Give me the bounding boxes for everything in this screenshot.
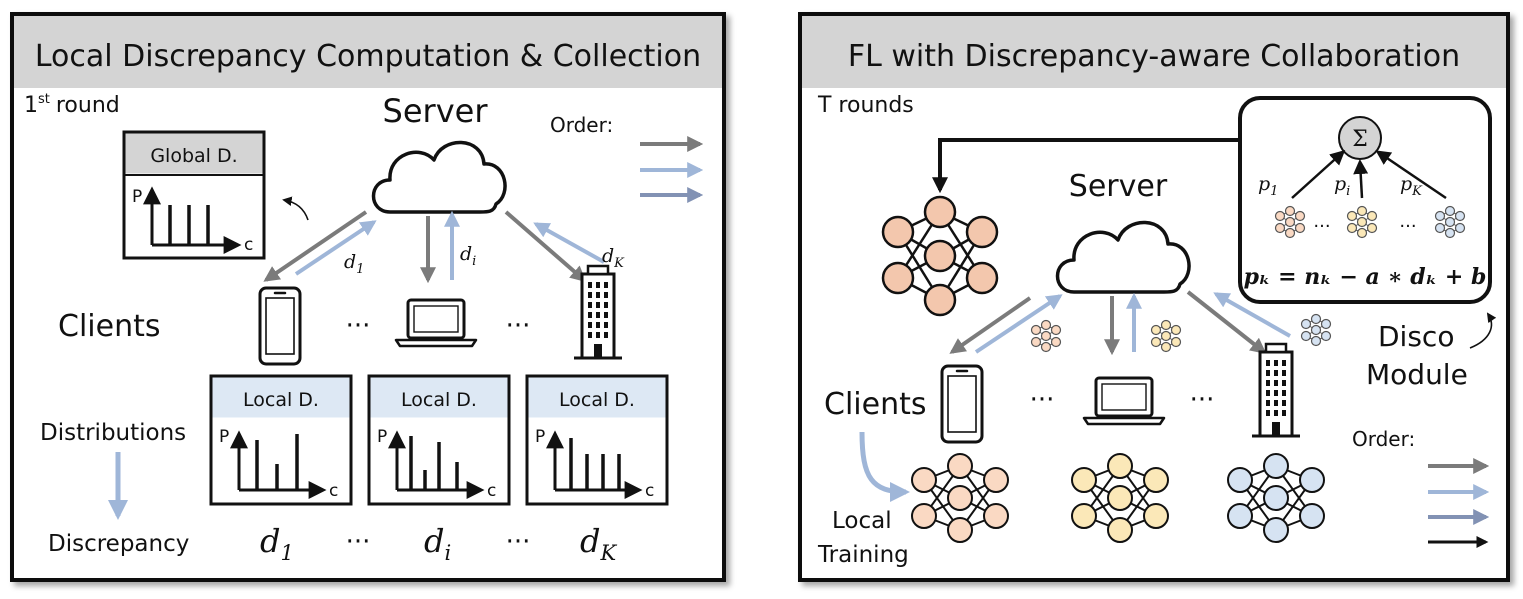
- right-arrow-server-to-phone: [949, 296, 1032, 354]
- right-order-label: Order:: [1352, 427, 1415, 451]
- local-box-title-3: Local D.: [559, 389, 635, 411]
- left-arrow-server-to-phone: [263, 210, 368, 282]
- module-dots-2: ···: [1399, 216, 1416, 237]
- discrepancy-value-1: d1: [260, 522, 294, 565]
- module-nn-blue-icon: [1434, 205, 1466, 239]
- right-arrow-server-to-building: [1186, 290, 1267, 354]
- weight-p1: p1: [1258, 173, 1278, 199]
- arrow-label-di: di: [460, 243, 476, 269]
- right-arrow-building-to-server: [1213, 292, 1291, 338]
- left-laptop-icon: [394, 298, 478, 348]
- module-nn-peach-icon: [1274, 205, 1306, 239]
- global-box-title: Global D.: [150, 145, 237, 167]
- local-axis-p-2: P: [377, 427, 387, 447]
- right-server-label: Server: [1069, 169, 1168, 204]
- left-clients-label: Clients: [58, 309, 160, 344]
- discrepancy-value-i: di: [424, 522, 451, 565]
- local-box-title-1: Local D.: [243, 389, 319, 411]
- right-panel: FL with Discrepancy-aware Collaboration …: [798, 12, 1510, 582]
- local-axis-c-1: c: [329, 481, 338, 501]
- global-distribution-box: Global D. P c: [122, 130, 266, 260]
- local-training-arrow: [859, 431, 910, 502]
- local-model-yellow-nn-icon: [1071, 453, 1169, 543]
- right-panel-title: FL with Discrepancy-aware Collaboration: [848, 39, 1460, 74]
- disco-module-label-2: Module: [1366, 358, 1468, 391]
- right-laptop-icon: [1082, 376, 1166, 426]
- right-phone-icon: [940, 364, 984, 444]
- transmit-nn-yellow-icon: [1150, 319, 1182, 353]
- right-client-dots-1: ···: [1030, 385, 1055, 415]
- transmit-nn-blue-icon: [1300, 313, 1332, 347]
- right-client-dots-2: ···: [1190, 385, 1215, 415]
- disco-module-label-1: Disco: [1378, 320, 1454, 353]
- left-phone-icon: [258, 286, 302, 366]
- local-distribution-box-2: Local D. P c: [367, 374, 511, 506]
- local-model-peach-nn-icon: [911, 453, 1009, 543]
- module-to-global-model-arrow: [932, 138, 1240, 194]
- local-axis-c-2: c: [487, 481, 496, 501]
- global-axis-p: P: [132, 187, 142, 207]
- local-training-label-1: Local: [832, 508, 892, 534]
- module-curved-arrow: [1469, 312, 1497, 349]
- left-arrow-server-to-building: [504, 210, 587, 283]
- module-nn-yellow-icon: [1346, 205, 1378, 239]
- right-building-icon: [1250, 342, 1302, 438]
- aggregation-formula: pₖ = nₖ − a ∗ dₖ + b: [1244, 264, 1487, 290]
- left-building-icon: [572, 264, 624, 360]
- left-panel: Local Discrepancy Computation & Collecti…: [10, 12, 726, 582]
- transmit-nn-peach-icon: [1030, 319, 1062, 353]
- global-axis-c: c: [244, 235, 253, 255]
- t-rounds-label: T rounds: [817, 93, 914, 118]
- distributions-label: Distributions: [40, 420, 186, 446]
- discrepancy-label: Discrepancy: [48, 531, 189, 557]
- left-order-label: Order:: [550, 113, 613, 137]
- discrepancy-value-K: dK: [580, 522, 617, 565]
- left-panel-title: Local Discrepancy Computation & Collecti…: [35, 39, 701, 74]
- left-arrow-building-to-server: [533, 222, 605, 264]
- global-curved-arrow: [282, 196, 309, 221]
- global-model-nn-icon: [881, 195, 999, 317]
- disco-module-box: Σ p1 pi pK ··· ··· pₖ = nₖ − a ∗ dₖ +: [1238, 96, 1492, 304]
- discrepancy-dots-1: ···: [346, 527, 371, 557]
- left-client-dots-1: ···: [346, 311, 371, 341]
- discrepancy-dots-2: ···: [506, 527, 531, 557]
- arrow-label-dK: dK: [602, 245, 625, 271]
- module-dots-1: ···: [1313, 216, 1330, 237]
- local-axis-p-1: P: [219, 427, 229, 447]
- local-axis-c-3: c: [645, 481, 654, 501]
- local-training-label-2: Training: [817, 542, 909, 568]
- left-arrow-phone-to-server: [294, 220, 377, 276]
- left-server-label: Server: [383, 92, 489, 130]
- weight-pK: pK: [1400, 173, 1423, 199]
- sum-node: [1338, 116, 1382, 160]
- arrow-label-d1: d1: [344, 251, 364, 277]
- local-distribution-box-1: Local D. P c: [209, 374, 353, 506]
- sum-symbol: Σ: [1352, 127, 1368, 152]
- local-model-blue-nn-icon: [1227, 453, 1325, 543]
- local-box-title-2: Local D.: [401, 389, 477, 411]
- weight-pi: pi: [1334, 173, 1350, 199]
- right-arrow-phone-to-server: [974, 294, 1063, 354]
- right-clients-label: Clients: [824, 387, 926, 422]
- local-axis-p-3: P: [535, 427, 545, 447]
- local-distribution-box-3: Local D. P c: [525, 374, 669, 506]
- left-client-dots-2: ···: [506, 311, 531, 341]
